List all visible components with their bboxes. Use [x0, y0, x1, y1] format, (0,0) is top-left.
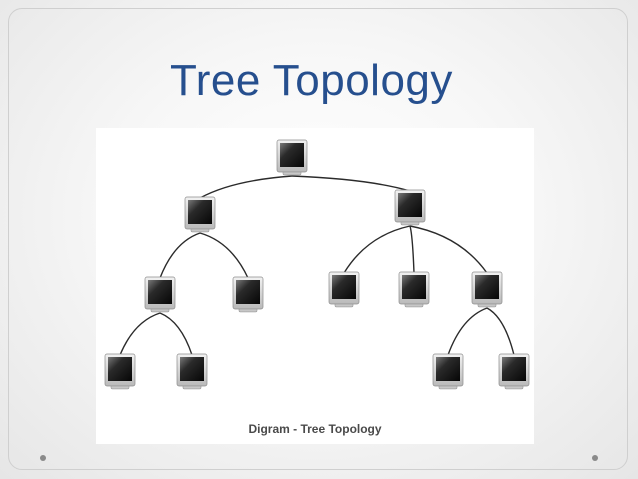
diagram-caption: Digram - Tree Topology — [248, 422, 382, 436]
computer-node-icon — [144, 276, 176, 313]
computer-node-icon — [471, 271, 503, 308]
link-line — [291, 175, 411, 192]
slide-frame — [8, 8, 628, 470]
computer-node-icon — [398, 271, 430, 308]
link-line — [343, 225, 411, 274]
computer-node-icon — [432, 353, 464, 390]
link-line — [447, 307, 488, 356]
computer-node-icon — [498, 353, 530, 390]
bottom-left-dot — [40, 455, 46, 461]
link-line — [159, 232, 201, 279]
tree-diagram: Digram - Tree Topology — [96, 128, 534, 444]
link-line — [409, 225, 415, 274]
link-line — [199, 232, 249, 279]
computer-node-icon — [394, 189, 426, 226]
computer-node-icon — [328, 271, 360, 308]
link-line — [409, 225, 488, 274]
bottom-right-dot — [592, 455, 598, 461]
computer-node-icon — [276, 139, 308, 176]
slide-title: Tree Topology — [170, 56, 453, 105]
computer-node-icon — [232, 276, 264, 313]
link-line — [119, 312, 161, 356]
computer-node-icon — [104, 353, 136, 390]
computer-node-icon — [184, 196, 216, 233]
link-line — [199, 175, 293, 199]
link-line — [486, 307, 515, 356]
computer-node-icon — [176, 353, 208, 390]
link-line — [159, 312, 193, 356]
tree-diagram-canvas — [104, 139, 530, 390]
